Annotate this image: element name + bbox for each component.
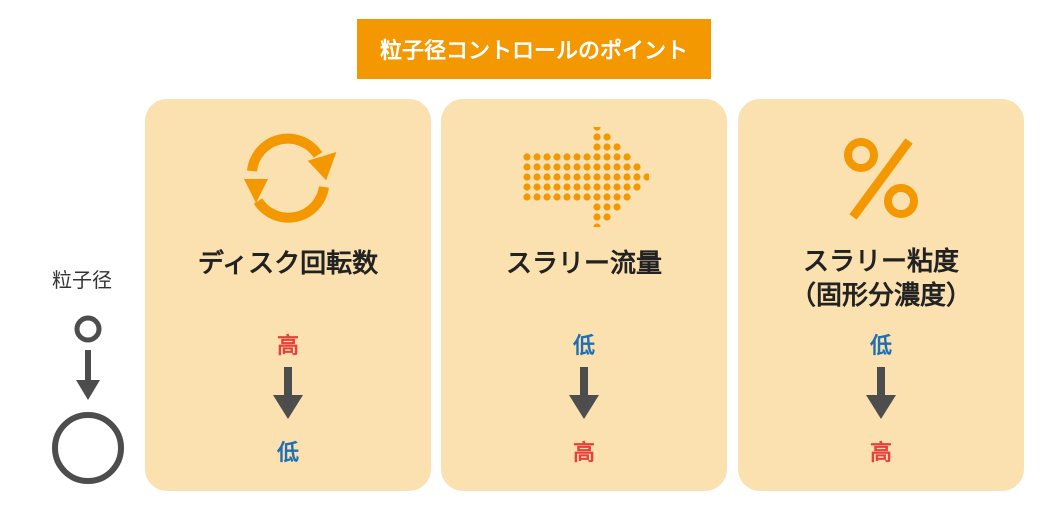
percent-icon <box>844 138 918 220</box>
value-top: 高 <box>276 334 299 359</box>
size-scale-graphic <box>52 315 124 484</box>
small-circle-icon <box>74 315 102 343</box>
dotted-arrow-right-icon <box>523 127 649 227</box>
card-disk-rotation: ディスク回転数 高 低 <box>145 99 431 491</box>
card-slurry-viscosity: スラリー粘度 （固形分濃度） 低 高 <box>738 99 1024 491</box>
card-title: ディスク回転数 <box>145 247 431 281</box>
card-title-text: スラリー流量 <box>505 249 662 279</box>
page-title-banner: 粒子径コントロールのポイント <box>357 19 711 79</box>
card-title-text: ディスク回転数 <box>197 249 379 279</box>
large-circle-icon <box>52 412 124 484</box>
value-top: 低 <box>572 334 595 359</box>
card-title: スラリー粘度 （固形分濃度） <box>738 245 1024 313</box>
value-bottom: 高 <box>869 441 892 466</box>
page-title: 粒子径コントロールのポイント <box>379 39 688 64</box>
card-subtitle-text: （固形分濃度） <box>789 281 972 311</box>
down-arrow-icon <box>866 367 896 419</box>
down-arrow-icon <box>273 367 303 419</box>
rotate-cycle-icon <box>244 133 337 223</box>
value-bottom: 低 <box>276 441 299 466</box>
down-arrow-icon <box>569 367 599 419</box>
value-bottom: 高 <box>572 441 595 466</box>
scale-arrow-head <box>76 380 100 400</box>
particle-size-label: 粒子径 <box>52 268 112 292</box>
card-title-text: スラリー粘度 <box>802 247 959 277</box>
card-slurry-flow: スラリー流量 低 高 <box>441 99 727 491</box>
card-title: スラリー流量 <box>441 247 727 281</box>
value-top: 低 <box>869 334 892 359</box>
